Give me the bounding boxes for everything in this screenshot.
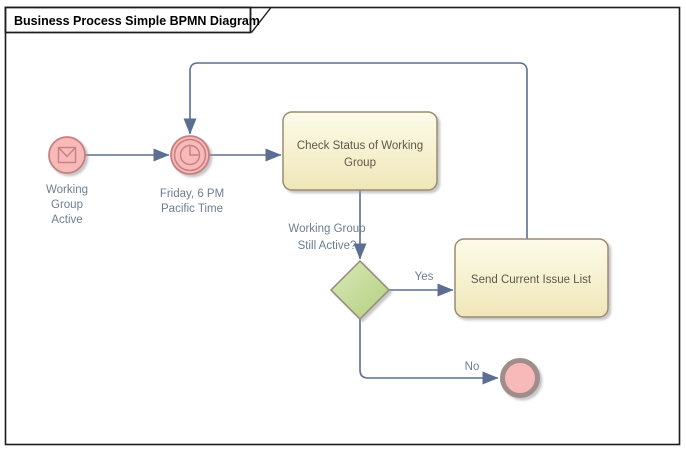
title-tab-diagonal <box>250 7 272 33</box>
flow-gateway-no-to-end[interactable] <box>359 319 499 385</box>
yes-flow-label: Yes <box>415 271 434 283</box>
labels: Working Group Active Friday, 6 PM Pacifi… <box>46 184 479 373</box>
start-event-label-line1: Working <box>46 184 88 196</box>
timer-event-friday-6pm[interactable] <box>170 135 210 175</box>
task-check-status-label-line1: Check Status of Working <box>297 140 423 152</box>
title-tab-shape <box>4 6 252 34</box>
diagram-title-tab: Business Process Simple BPMN Diagram <box>4 6 272 34</box>
diagram-frame <box>4 6 681 446</box>
no-flow-label: No <box>465 361 480 373</box>
gateway-diamond[interactable] <box>329 259 391 321</box>
gateway-question-line2: Still Active? <box>298 240 357 252</box>
task-send-issue-list-label: Send Current Issue List <box>471 274 592 286</box>
timer-event-label-line1: Friday, 6 PM <box>160 188 224 200</box>
end-event[interactable] <box>500 358 540 398</box>
start-event-working-group-active[interactable] <box>48 136 86 174</box>
task-check-status-box[interactable] <box>282 111 438 191</box>
task-check-status[interactable]: Check Status of Working Group <box>282 111 438 191</box>
task-send-issue-list[interactable]: Send Current Issue List <box>454 238 609 318</box>
timer-clock-icon <box>179 144 201 166</box>
task-check-status-label-line2: Group <box>344 157 376 169</box>
gateway-question-line1: Working Group <box>288 223 365 235</box>
flow-send-list-back-to-timer[interactable] <box>183 62 528 239</box>
sequence-flows <box>85 62 528 385</box>
message-icon <box>57 146 77 164</box>
end-event-circle[interactable] <box>500 358 540 398</box>
diagram-title: Business Process Simple BPMN Diagram <box>14 14 260 28</box>
start-event-label-line3: Active <box>51 214 82 226</box>
start-event-label-line2: Group <box>51 199 83 211</box>
timer-event-inner-circle <box>173 138 207 172</box>
task-send-issue-list-box[interactable] <box>454 238 609 318</box>
start-event-circle[interactable] <box>48 136 86 174</box>
timer-event-label-line2: Pacific Time <box>161 203 223 215</box>
gateway-still-active[interactable] <box>329 259 391 321</box>
